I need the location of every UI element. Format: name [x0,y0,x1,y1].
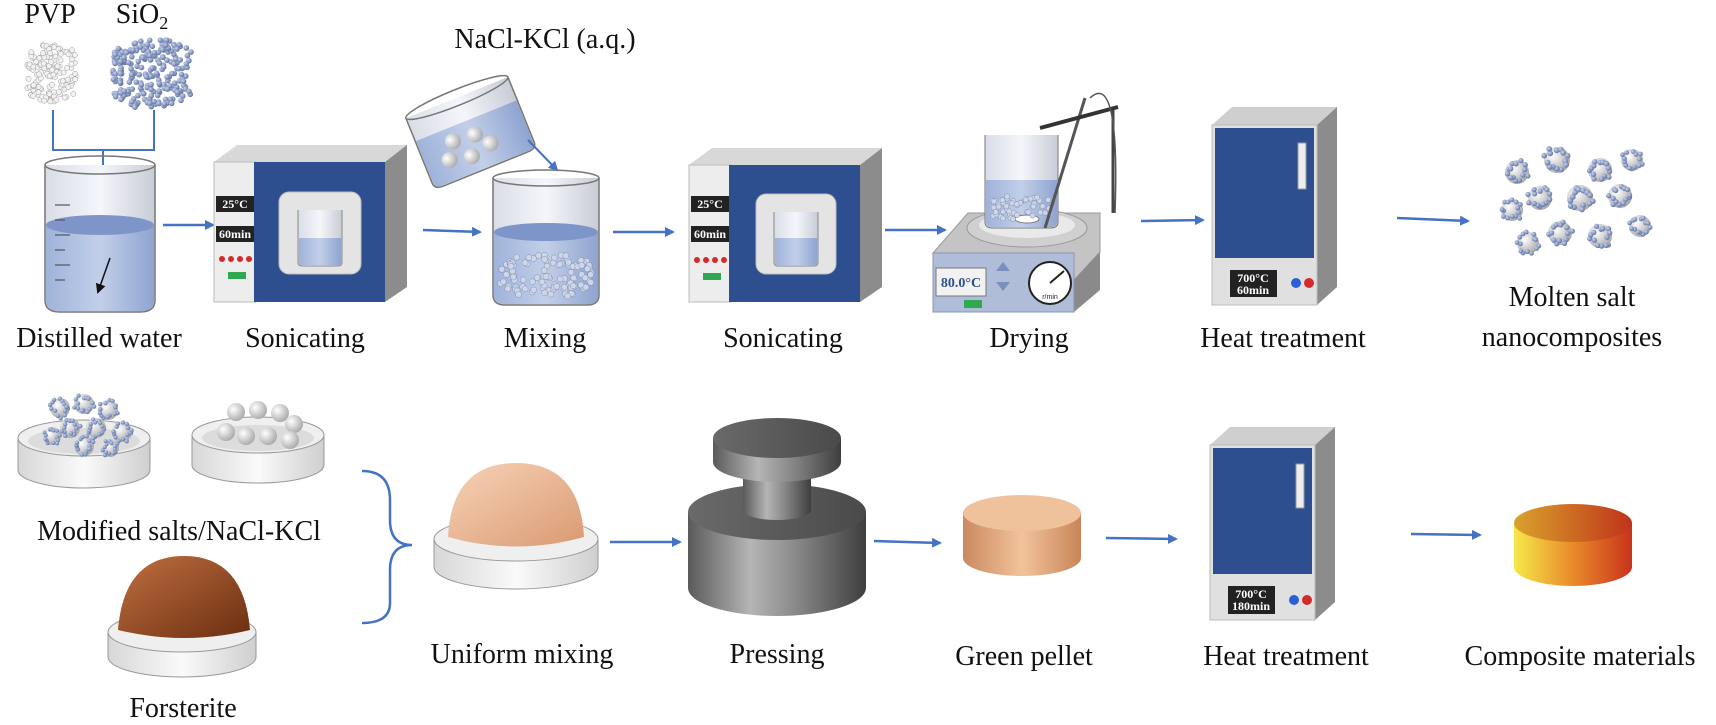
label-composite-materials: Composite materials [1465,641,1696,672]
beaker-nacl-kcl [405,74,536,189]
merge-bracket [361,469,413,625]
molten-salt-nanocomposites-particles [1499,146,1653,256]
sio2-label: SiO2 [116,0,169,33]
label-drying: Drying [989,323,1068,354]
hotplate-unit: r/min [1042,294,1058,301]
sio2-particles [110,37,194,110]
label-heat-treatment-2: Heat treatment [1203,641,1369,672]
dish-nacl-kcl [191,401,325,484]
label-molten-salt-1: Molten salt [1509,282,1636,313]
dish-uniform-mixing [433,463,599,590]
press [688,418,866,616]
hotplate: 80.0°C r/min [932,92,1119,313]
label-pressing: Pressing [730,639,825,670]
label-uniform-mixing: Uniform mixing [431,639,614,670]
label-sonicating-1: Sonicating [245,323,365,354]
hotplate-temp: 80.0°C [941,276,981,291]
pointer-arrow [95,257,111,294]
feed-connector [52,110,155,151]
sonicator1-temp: 25°C [222,197,247,211]
label-green-pellet: Green pellet [955,641,1093,672]
dish-forsterite [107,556,257,678]
mixing-particles [497,251,595,300]
dish-modified-salts [17,393,151,489]
beaker-distilled-water [44,155,156,313]
furnace-2: 700°C 180min [1209,427,1335,621]
label-sonicating-2: Sonicating [723,323,843,354]
label-forsterite: Forsterite [129,693,236,724]
arrow-2 [422,226,482,237]
composite-pellet [1514,504,1632,586]
arrow-8 [873,537,942,548]
green-pellet [963,495,1081,576]
sonicator-1: 25°C 60min [213,145,407,303]
label-mixing: Mixing [504,323,586,354]
beaker-mixing [492,169,600,306]
nacl-kcl-label: NaCl-KCl (a.q.) [454,24,635,55]
arrow-10 [1410,529,1482,540]
furnace1-temp: 700°C [1237,271,1268,285]
furnace-1: 700°C 60min [1211,107,1337,306]
pvp-label: PVP [24,0,75,30]
sonicator2-time: 60min [694,227,726,241]
pvp-particles [24,42,79,105]
label-modified-salts: Modified salts/NaCl-KCl [37,516,321,547]
furnace1-time: 60min [1237,283,1269,297]
furnace2-temp: 700°C [1235,587,1266,601]
arrow-6 [1396,215,1470,226]
label-distilled-water: Distilled water [16,323,182,354]
sonicator1-time: 60min [219,227,251,241]
label-heat-treatment-1: Heat treatment [1200,323,1366,354]
label-molten-salt-2: nanocomposites [1482,322,1662,353]
arrow-9 [1105,533,1178,544]
arrow-5 [1140,215,1205,226]
sonicator-2: 25°C 60min [688,148,882,303]
furnace2-time: 180min [1232,599,1270,613]
sonicator2-temp: 25°C [697,197,722,211]
pour-arrow [527,139,559,172]
